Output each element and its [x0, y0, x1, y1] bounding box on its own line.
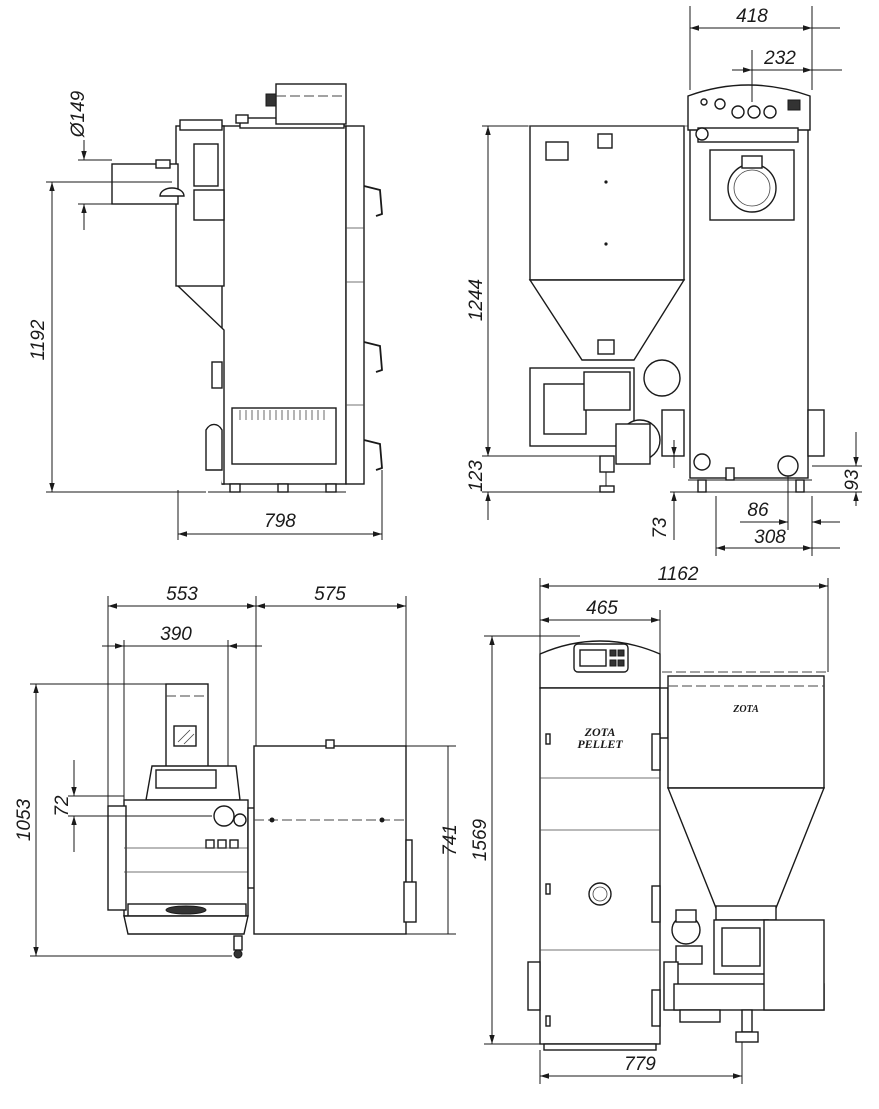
rear-feet-height-label: 73 — [650, 517, 671, 539]
top-width-553-label: 553 — [166, 584, 198, 605]
top-width-390-label: 390 — [160, 624, 192, 645]
rear-view: 418 232 1244 123 73 93 86 — [466, 6, 863, 556]
side-handle-1 — [363, 185, 383, 217]
top-offset-72-label: 72 — [52, 795, 73, 817]
front-boiler-logo-line2: PELLET — [577, 737, 623, 751]
rear-right-height-label: 93 — [842, 469, 863, 491]
front-hopper-logo: ZOTA — [732, 704, 759, 715]
top-height-1053-label: 1053 — [14, 798, 35, 841]
front-height-label: 1569 — [470, 818, 491, 861]
side-handle-2 — [363, 341, 383, 373]
side-door-panel — [345, 125, 365, 485]
front-hopper — [667, 675, 825, 789]
rear-top-width-label: 418 — [736, 6, 768, 27]
rear-flue-opening — [727, 163, 777, 213]
top-view: 553 575 390 1053 72 741 — [14, 584, 461, 959]
front-view: ZOTA PELLET ZOTA 1162 — [470, 564, 829, 1084]
top-width-575-label: 575 — [314, 584, 346, 605]
side-vent-panel — [231, 407, 337, 465]
rear-flue-offset-label: 232 — [763, 48, 796, 69]
rear-offset-86-label: 86 — [747, 500, 769, 521]
front-inspection-port — [588, 882, 612, 906]
side-diameter-label: Ø149 — [68, 90, 89, 138]
side-handle-3 — [363, 439, 383, 471]
front-boiler-width-label: 465 — [586, 598, 618, 619]
rear-bottom-offset-label: 123 — [466, 460, 487, 492]
rear-offset-308-label: 308 — [754, 527, 786, 548]
top-hopper-depth-label: 741 — [440, 824, 461, 856]
side-height-label: 1192 — [28, 319, 49, 360]
rear-top-panel — [687, 84, 811, 131]
top-hopper — [253, 745, 407, 935]
front-total-width-label: 1162 — [658, 564, 699, 585]
side-depth-label: 798 — [264, 511, 296, 532]
side-flue-pipe — [111, 163, 179, 205]
side-view: 1192 Ø149 798 — [28, 83, 383, 540]
front-boiler-logo-line1: ZOTA — [584, 725, 616, 739]
front-bottom-width-label: 779 — [624, 1054, 656, 1075]
rear-height-label: 1244 — [466, 279, 487, 321]
side-top-box — [275, 83, 347, 125]
front-hopper-funnel — [666, 787, 826, 909]
rear-hopper-funnel — [528, 279, 686, 361]
